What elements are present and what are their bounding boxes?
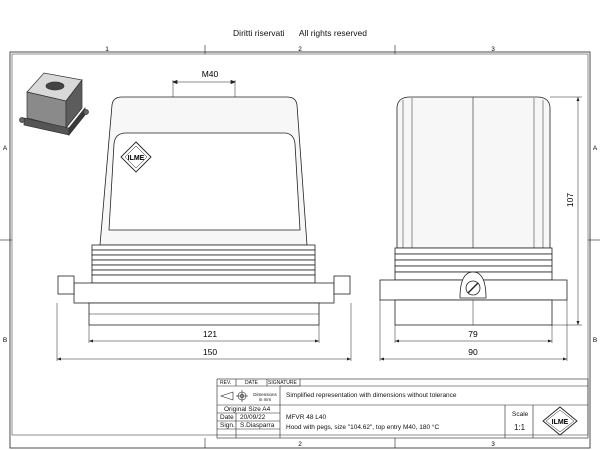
dim-width-outer: 150 (203, 347, 217, 357)
tb-dimensions-label: Dimensions in mm (253, 392, 277, 403)
tb-signature-label: SIGNATURE (268, 380, 297, 386)
drawing-frame (9, 51, 591, 449)
front-dimension-arrows (57, 339, 351, 361)
dim-height: 107 (565, 193, 575, 207)
logo-text-front: ILME (128, 155, 145, 162)
grid-row-b: B (3, 337, 7, 344)
tb-rev-label: REV. (220, 380, 232, 386)
tb-date-value: 20/09/22 (240, 414, 266, 421)
side-view (379, 96, 568, 326)
rights-reserved-en: All rights reserved (298, 28, 367, 38)
hood-isometric-thumbnail (19, 72, 89, 136)
rights-reserved-it: Diritti riservati (233, 28, 285, 38)
tb-scale-value: 1:1 (514, 423, 526, 432)
tb-note: Simplified representation with dimension… (286, 392, 457, 399)
ilme-logo-titleblock: ILME (542, 406, 578, 436)
dim-entry: M40 (202, 69, 219, 79)
front-dimension-lines (56, 303, 352, 361)
front-view (57, 79, 351, 326)
grid-col-1: 1 (105, 46, 109, 53)
tb-sign-value: S.Diasparra (240, 422, 275, 429)
grid-col-3-bottom: 3 (491, 441, 495, 448)
side-dimension-lines (379, 96, 582, 361)
grid-row-a: A (3, 145, 8, 152)
title-block-frame (216, 378, 589, 439)
tb-date-row-label: Date (220, 414, 234, 421)
tb-date-label: DATE (245, 380, 258, 386)
tb-size-label: Original Size A4 (224, 406, 271, 413)
dim-depth-inner: 79 (468, 329, 478, 339)
tb-description: Hood with pegs, size "104.62", top entry… (286, 424, 440, 431)
tb-scale-label: Scale (512, 411, 529, 418)
dim-depth-outer: 90 (468, 347, 478, 357)
grid-row-a-right: A (593, 145, 598, 152)
logo-text-titleblock: ILME (552, 419, 569, 426)
tb-part-code: MFVR 48 L40 (286, 414, 327, 421)
tb-sign-label: Sign. (220, 422, 235, 429)
projection-symbol-icon (220, 390, 248, 402)
inner-frame (11, 53, 589, 436)
grid-col-2: 2 (298, 46, 302, 53)
side-dimension-arrows (380, 97, 580, 361)
dim-width-inner: 121 (203, 329, 217, 339)
grid-ticks (0, 45, 600, 448)
grid-col-3: 3 (491, 46, 495, 53)
drawing-header: Diritti riservati All rights reserved (0, 28, 600, 38)
grid-row-b-right: B (593, 337, 597, 344)
ilme-logo-front: ILME (120, 141, 152, 173)
grid-col-2-bottom: 2 (298, 441, 302, 448)
